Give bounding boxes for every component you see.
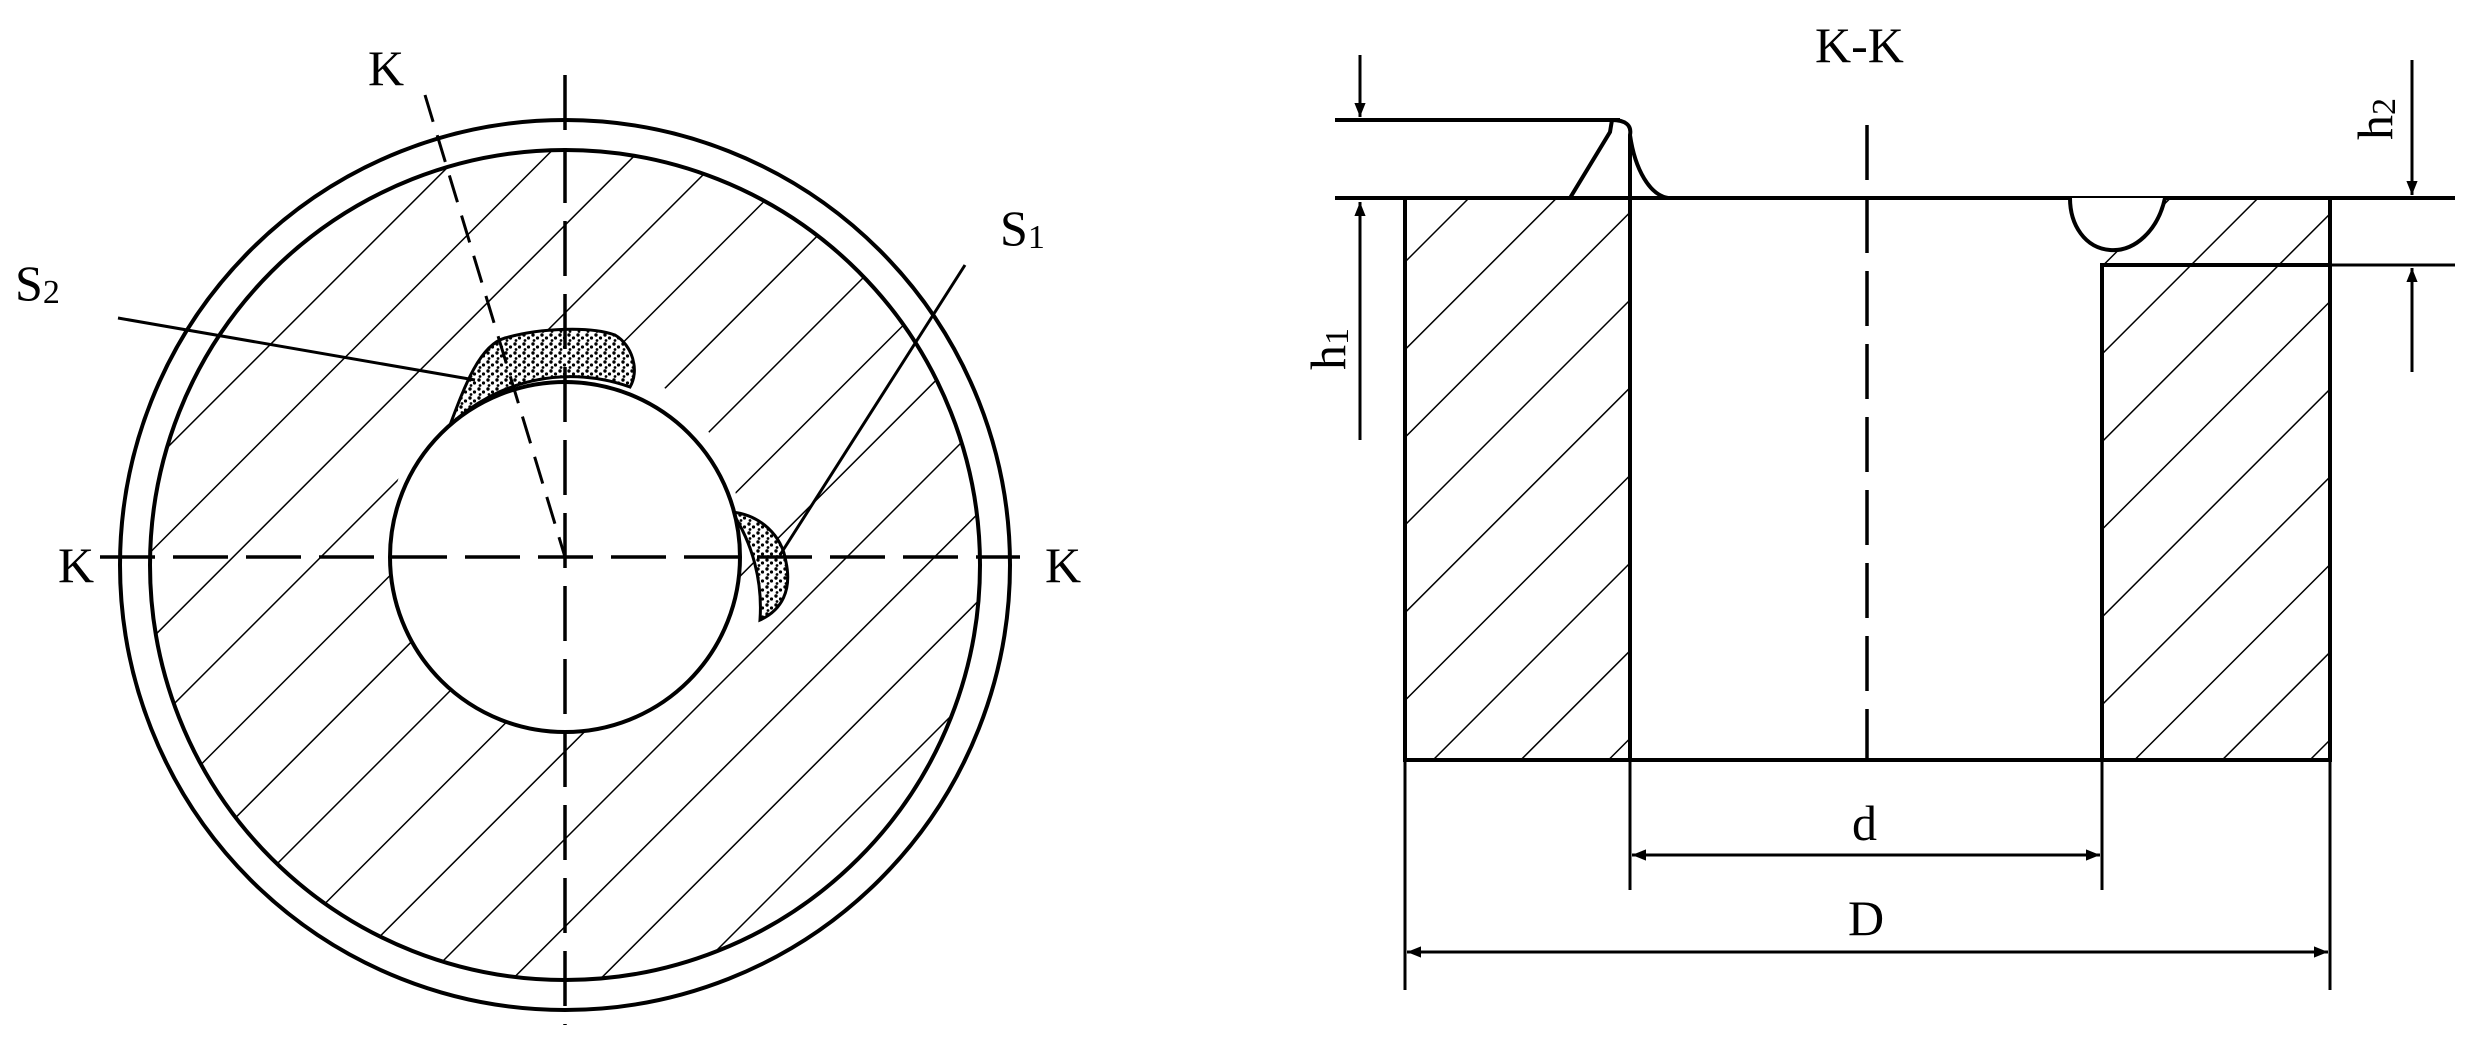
right-erosion-crater bbox=[2068, 197, 2167, 253]
left-lip-fillet bbox=[1628, 134, 1669, 200]
porosity-region-s2 bbox=[448, 327, 636, 427]
label-s2-index: 2 bbox=[43, 274, 60, 311]
label-s1-index: 1 bbox=[1028, 219, 1045, 256]
dim-label-h1-index: 1 bbox=[1319, 328, 1356, 345]
dim-label-h2-index: 2 bbox=[2366, 98, 2403, 115]
section-view: K-K d D h1 h2 bbox=[1300, 17, 2455, 990]
porosity-region-s1 bbox=[729, 510, 790, 623]
right-wall-hatched bbox=[2100, 263, 2332, 762]
label-s1-letter: S bbox=[1000, 200, 1028, 256]
dim-label-h1-letter: h bbox=[1300, 345, 1356, 370]
dim-label-h1: h1 bbox=[1300, 328, 1356, 370]
leader-s2 bbox=[117, 316, 476, 382]
section-title: K-K bbox=[1815, 17, 1904, 73]
dim-label-D: D bbox=[1848, 890, 1884, 946]
label-k-right: K bbox=[1045, 537, 1081, 593]
leader-s1 bbox=[778, 264, 967, 556]
dim-label-h2: h2 bbox=[2347, 98, 2403, 140]
label-s2: S2 bbox=[15, 255, 60, 311]
dim-label-h2-letter: h bbox=[2347, 115, 2403, 140]
label-s2-letter: S bbox=[15, 255, 43, 311]
left-wall-hatched bbox=[1403, 196, 1632, 762]
plan-view: K K K S2 S1 bbox=[15, 40, 1081, 1025]
label-k-top: K bbox=[368, 40, 404, 96]
section-line-top-k bbox=[423, 94, 567, 558]
label-s1: S1 bbox=[1000, 200, 1045, 256]
left-raised-lip bbox=[1335, 118, 1633, 200]
dim-label-d: d bbox=[1852, 795, 1877, 851]
label-k-left: K bbox=[58, 537, 94, 593]
